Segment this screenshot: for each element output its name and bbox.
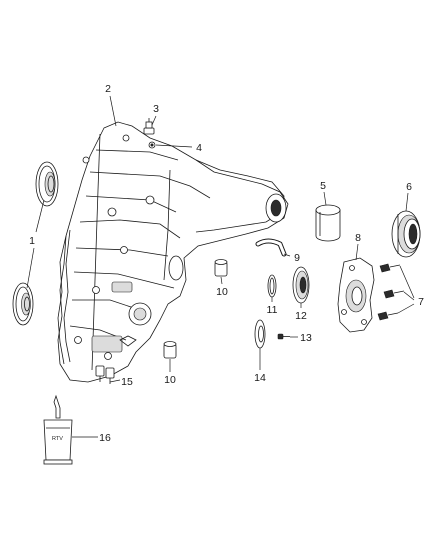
seal-lower	[12, 282, 34, 326]
gasket	[254, 319, 266, 349]
plug-upper	[214, 259, 228, 277]
callout-16: 16	[99, 432, 111, 444]
tube-label: RTV	[52, 436, 63, 442]
bolt-lower	[377, 311, 399, 321]
vent-fitting	[143, 118, 155, 135]
callout-8: 8	[355, 232, 361, 244]
callout-15: 15	[121, 376, 133, 388]
callout-9: 9	[294, 252, 300, 264]
callout-6: 6	[406, 181, 412, 193]
callout-13: 13	[300, 332, 312, 344]
pump-rotor	[292, 266, 310, 304]
callouts: 1 2 3 4 5 6 7 8 9 10 10 11 12 13 14 15 1…	[29, 83, 424, 444]
breather-tube	[255, 238, 287, 257]
callout-1: 1	[29, 235, 35, 247]
plug-lower	[163, 341, 177, 359]
leader-lines	[26, 95, 415, 438]
callout-10-upper: 10	[216, 286, 228, 298]
transfer-case-housing	[57, 121, 289, 383]
callout-7: 7	[418, 296, 424, 308]
drain-fill-plug	[95, 365, 115, 384]
seal-upper	[35, 161, 59, 207]
callout-2: 2	[105, 83, 111, 95]
callout-3: 3	[153, 103, 159, 115]
callout-14: 14	[254, 372, 266, 384]
callout-10-lower: 10	[164, 374, 176, 386]
bolt-upper	[379, 263, 401, 273]
bushing	[315, 204, 341, 242]
o-ring	[267, 274, 277, 298]
extension-seal	[391, 210, 421, 258]
oil-pump-housing	[337, 257, 375, 333]
rtv-sealant-tube: RTV	[43, 394, 73, 465]
callout-11: 11	[267, 304, 278, 316]
callout-5: 5	[320, 180, 326, 192]
fastener-part-4	[148, 141, 156, 149]
bolt-middle	[383, 289, 405, 299]
screw	[277, 333, 290, 340]
callout-4: 4	[196, 142, 202, 154]
callout-12: 12	[295, 310, 307, 322]
